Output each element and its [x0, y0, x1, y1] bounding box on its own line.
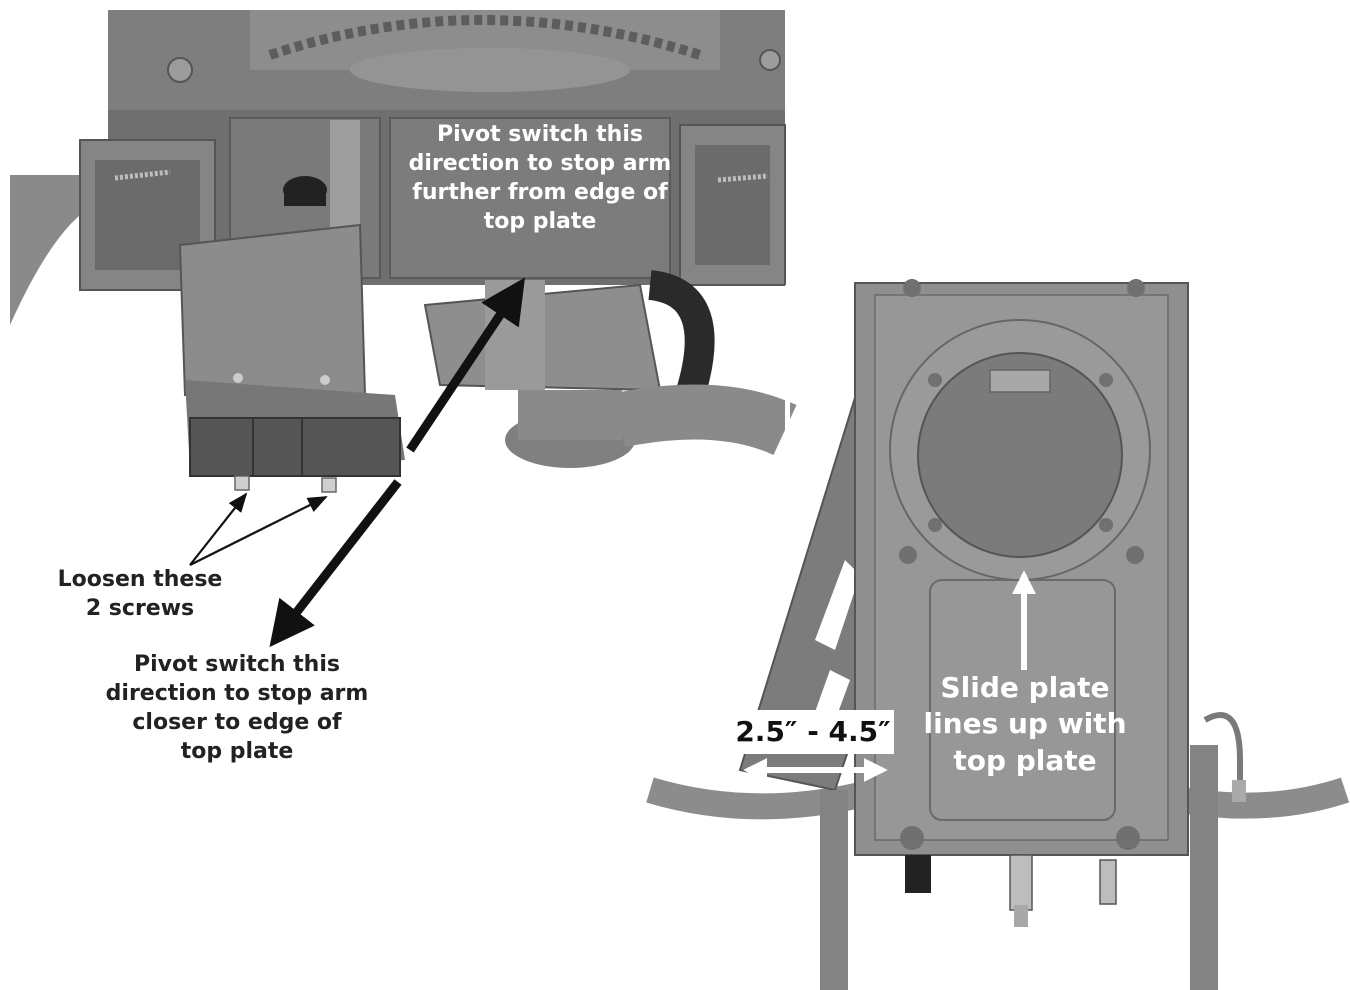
- left-mechanism-view: [10, 10, 797, 493]
- screw-pointer-arrow-left: [189, 492, 248, 566]
- pivot-closer-arrow: [269, 479, 402, 648]
- screw-pointer-arrow-right: [189, 496, 328, 566]
- distance-range-label: 2.5″ - 4.5″: [732, 710, 894, 754]
- pivot-further-label: Pivot switch this direction to stop arm …: [408, 122, 672, 235]
- right-slide-plate-view: [646, 279, 1350, 990]
- slide-plate-label: Slide plate lines up with top plate: [923, 671, 1127, 777]
- pivot-further-arrow: [406, 277, 525, 453]
- pivot-closer-label: Pivot switch this direction to stop arm …: [105, 652, 369, 765]
- loosen-screws-label: Loosen these 2 screws: [57, 567, 223, 622]
